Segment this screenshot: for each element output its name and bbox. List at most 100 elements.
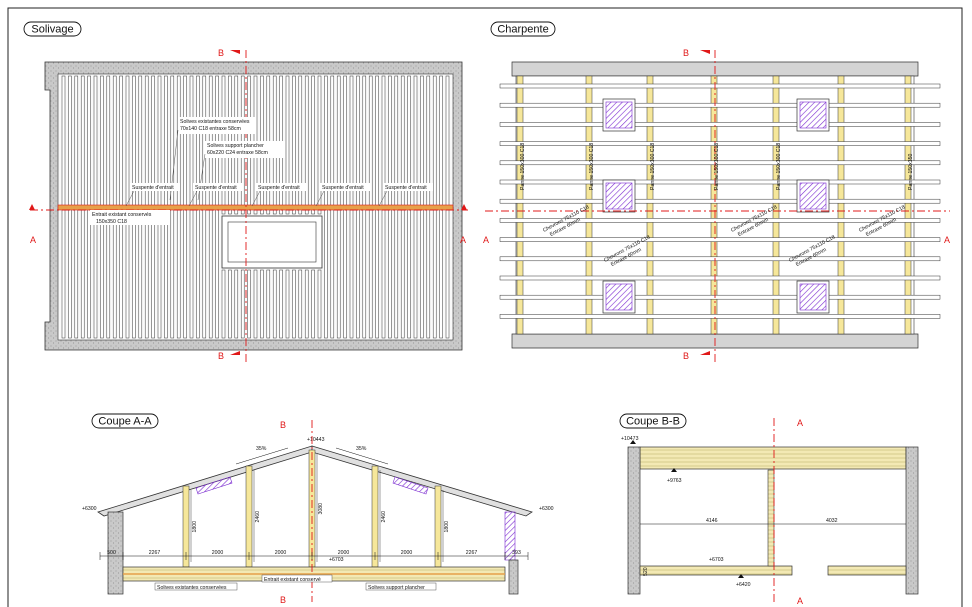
- suspente-label-bg: [256, 183, 306, 191]
- level-eave-right: +6300: [539, 506, 554, 512]
- span-left: 4146: [706, 518, 718, 524]
- suspente-label-bg: [193, 183, 243, 191]
- label-panne-right: Panne 150x350: [908, 154, 914, 190]
- view-title-badge: [619, 413, 687, 429]
- charpente-rafters: [516, 75, 912, 335]
- label-panne-3: Panne 150x300 C18: [650, 143, 656, 190]
- skylight-left: [195, 476, 233, 495]
- joist: [240, 269, 245, 339]
- rafter-batten: [499, 294, 941, 300]
- label-entrait: Entrait existant conservé: [264, 577, 321, 583]
- label-support-spec: 60x220 C24 entraxe 58cm: [207, 150, 268, 156]
- view-charpente: Charpente A A B B Panne 150x300 C18 Pann…: [483, 21, 950, 362]
- rafter-batten: [499, 141, 941, 146]
- joist: [285, 75, 290, 215]
- section-marker-a-right: A: [460, 235, 466, 245]
- suspente-label: Suspente d'entrait: [322, 185, 364, 191]
- suspente-label: Suspente d'entrait: [258, 185, 300, 191]
- joist: [285, 269, 290, 339]
- skylight-right: [392, 476, 429, 495]
- section-marker-b-bottom: B: [218, 351, 224, 361]
- suspente-label: Suspente d'entrait: [132, 185, 174, 191]
- view-title-solivage: Solivage: [31, 24, 73, 36]
- roof-purlins-band: [639, 446, 907, 470]
- section-marker-b-bottom: B: [280, 595, 286, 605]
- suspente-leader: [251, 190, 261, 207]
- dim-value: 2000: [212, 550, 224, 556]
- arrow-a-left: [29, 204, 35, 210]
- dim-value: 2000: [338, 550, 350, 556]
- slope-right: 35%: [356, 446, 367, 452]
- slope-arrow-left: [235, 447, 289, 465]
- center-post: [767, 469, 775, 567]
- section-marker-b-top: B: [683, 48, 689, 58]
- dim-value: 2267: [466, 550, 478, 556]
- dim-value: 2000: [401, 550, 413, 556]
- purlin: [772, 75, 780, 335]
- level-ridge: +10443: [307, 437, 325, 443]
- purlin: [837, 75, 845, 335]
- level-marker-mid: [671, 468, 677, 472]
- joist: [317, 269, 322, 339]
- skylight-glass: [799, 283, 827, 311]
- joist: [292, 75, 296, 215]
- suspente-leader: [125, 190, 135, 207]
- label-existing: Solives existantes conservées: [180, 119, 250, 125]
- joist: [304, 269, 309, 339]
- view-title-charpente: Charpente: [497, 24, 548, 36]
- joist: [247, 269, 251, 339]
- label-entrait-bg: [261, 574, 333, 583]
- rafter-batten: [499, 179, 941, 185]
- view-title-badge: [490, 21, 556, 37]
- suspente-leader: [378, 190, 388, 207]
- joist: [272, 269, 277, 339]
- wall-right: [508, 559, 519, 595]
- joist: [298, 269, 303, 339]
- skylight-glass: [605, 101, 633, 129]
- label-support-bg: [365, 582, 437, 591]
- view-title-badge: [91, 413, 159, 429]
- label-support-joists: Solives support plancher: [368, 585, 425, 591]
- joist: [298, 75, 303, 215]
- level-mid: +9763: [667, 478, 682, 484]
- slope-left: 35%: [256, 446, 267, 452]
- rafter-batten: [499, 275, 941, 281]
- view-solivage: Solivage A A B B Solives existantes cons…: [23, 21, 468, 362]
- suspente-label-bg: [383, 183, 433, 191]
- gable-wall-right: [905, 446, 919, 595]
- purlin: [904, 75, 912, 335]
- rafter-batten: [499, 122, 941, 127]
- label-panne-2: Panne 150x300 C18: [589, 143, 595, 190]
- rafter-batten: [499, 198, 941, 204]
- purlin: [585, 75, 593, 335]
- label-panne-5: Panne 150x300 C18: [776, 143, 782, 190]
- dim-value: 393: [512, 550, 521, 556]
- joist: [221, 269, 226, 339]
- level-top: +10473: [621, 436, 639, 442]
- suspente-labels: Suspente d'entrait Suspente d'entrait Susp…: [125, 183, 433, 207]
- rafter-batten: [499, 83, 941, 89]
- label-existing-bg: [154, 582, 238, 591]
- suspente-label-bg: [320, 183, 370, 191]
- rafter-batten: [499, 218, 941, 223]
- label-entrait: Entrait existant conservés: [92, 212, 152, 218]
- section-marker-a-top: A: [797, 418, 803, 428]
- label-existing-spec: 70x140 C18 entraxe 58cm: [180, 126, 241, 132]
- joist: [279, 269, 283, 339]
- roof-slope-left: [97, 445, 313, 517]
- suspente-label: Suspente d'entrait: [385, 185, 427, 191]
- skylight-glass: [799, 101, 827, 129]
- post-height: 1800: [192, 521, 198, 533]
- arrow-a-right: [461, 204, 467, 210]
- label-existing-joists: Solives existantes conservées: [157, 585, 227, 591]
- purlin: [516, 75, 524, 335]
- label-existing-bg: [178, 117, 256, 134]
- dim-value: 2000: [275, 550, 287, 556]
- suspente-leader: [315, 190, 325, 207]
- arrow-b-top: [700, 50, 710, 54]
- floor-thickness: 520: [643, 567, 649, 576]
- joist: [311, 269, 315, 339]
- section-marker-a-left: A: [30, 235, 36, 245]
- label-support: Solives support plancher: [207, 143, 264, 149]
